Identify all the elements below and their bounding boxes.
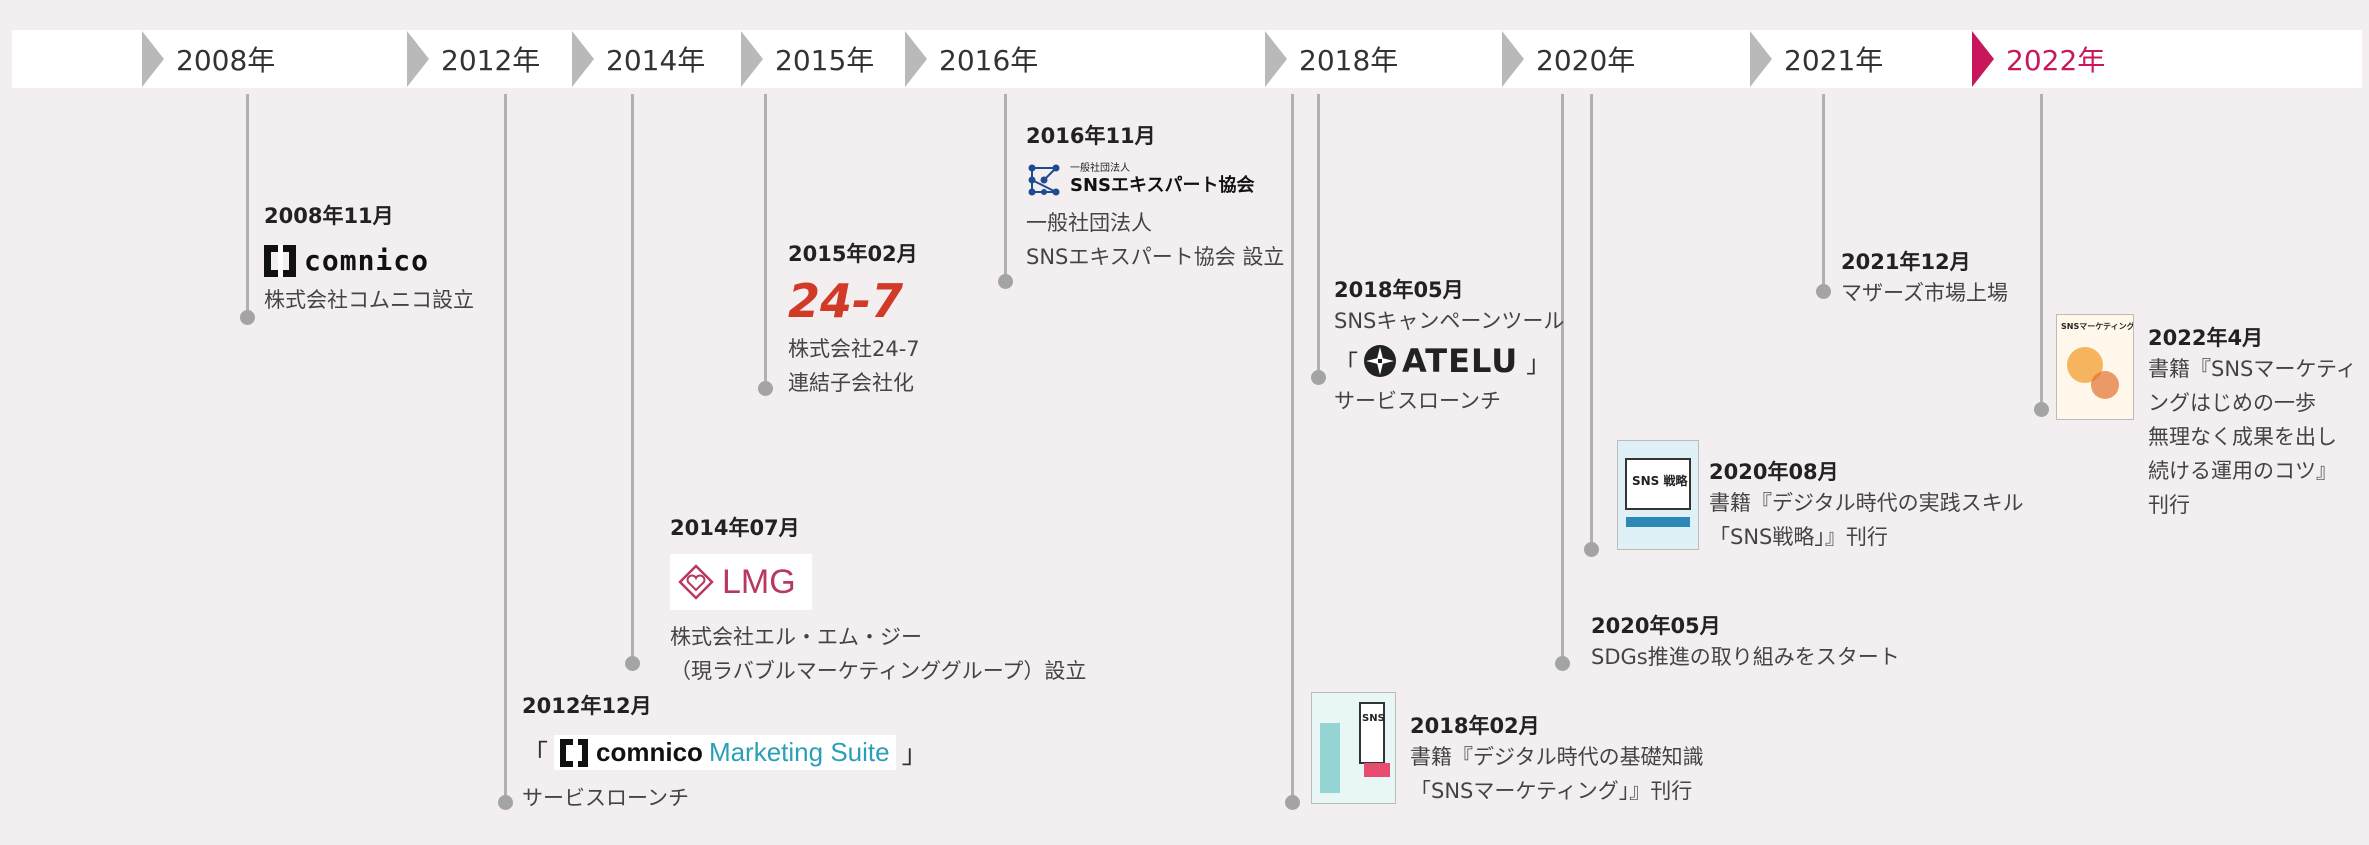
year-2012: 2012年: [407, 30, 540, 88]
timeline-line: [1561, 94, 1564, 662]
24-7-logo: 24-7: [788, 274, 904, 328]
timeline-dot: [1311, 370, 1326, 385]
comnico-logo: comnico: [264, 244, 474, 277]
year-2020: 2020年: [1502, 30, 1635, 88]
timeline-line: [1291, 94, 1294, 800]
chevron-right-icon: [572, 31, 594, 87]
atelu-mark-icon: [1364, 345, 1396, 377]
timeline-dot: [1555, 656, 1570, 671]
chevron-right-icon: [1265, 31, 1287, 87]
event-2008-11: 2008年11月 comnico 株式会社コムニコ設立: [264, 204, 474, 312]
chevron-right-icon: [142, 31, 164, 87]
timeline-line: [764, 94, 767, 386]
book-cover-sns-senryaku: SNS 戦略: [1617, 440, 1699, 550]
timeline-line: [246, 94, 249, 316]
comnico-mark-icon: [560, 737, 589, 770]
sns-expert-association-logo: 一般社団法人 SNSエキスパート協会: [1026, 162, 1284, 198]
book-cover-sns-marketing: SNS: [1311, 692, 1396, 804]
svg-text:SNS: SNS: [1362, 713, 1385, 724]
event-2015-02: 2015年02月 24-7 株式会社24-7 連結子会社化: [788, 242, 920, 395]
chevron-right-icon: [1750, 31, 1772, 87]
timeline-line: [631, 94, 634, 662]
chevron-right-icon: [407, 31, 429, 87]
chevron-right-icon: [741, 31, 763, 87]
year-2021: 2021年: [1750, 30, 1883, 88]
timeline-dot: [998, 274, 1013, 289]
event-2016-11: 2016年11月 一般社団法人 SNSエキスパート協会 一般社団法人 SNSエキ…: [1026, 124, 1285, 269]
year-2016: 2016年: [905, 30, 1038, 88]
book-cover-hajimeno-ippo: SNSマーケティング はじめの一歩: [2056, 314, 2185, 420]
event-2018-02: 2018年02月 書籍『デジタル時代の基礎知識 「SNSマーケティング」』刊行: [1410, 714, 1704, 803]
event-2018-05: 2018年05月 SNSキャンペーンツール 「 ATELU 」 サービスローンチ: [1334, 278, 1565, 413]
book-cover-art: SNS: [1312, 693, 1395, 803]
svg-text:SNSマーケティング はじめの一歩: SNSマーケティング はじめの一歩: [2061, 321, 2133, 331]
event-2012-12: 2012年12月 「 comnico Marketing Suite 」 サービ…: [522, 694, 928, 810]
book-cover-art: SNS 戦略: [1618, 441, 1698, 549]
heart-icon: [678, 564, 714, 600]
lmg-logo: LMG: [670, 554, 812, 610]
event-2022-04: 2022年4月 書籍『SNSマーケティ ングはじめの一歩 無理なく成果を出し 続…: [2148, 326, 2357, 517]
event-2020-08: 2020年08月 書籍『デジタル時代の実践スキル 「SNS戦略」』刊行: [1709, 460, 2024, 549]
comnico-marketing-suite-logo: 「 comnico Marketing Suite 」: [522, 735, 928, 770]
chevron-right-icon: [1972, 31, 1994, 87]
svg-text:SNS 戦略: SNS 戦略: [1632, 473, 1689, 488]
timeline-line: [1822, 94, 1825, 290]
year-2008: 2008年: [142, 30, 275, 88]
timeline-line: [1590, 94, 1593, 548]
event-2014-07: 2014年07月 LMG 株式会社エル・エム・ジー （現ラバブルマーケティンググ…: [670, 516, 1087, 683]
timeline-dot: [758, 381, 773, 396]
timeline-dot: [2034, 402, 2049, 417]
timeline-line: [2040, 94, 2043, 410]
atelu-logo: 「 ATELU 」: [1334, 342, 1551, 380]
year-bar: [12, 30, 2362, 88]
timeline-line: [1317, 94, 1320, 376]
timeline-dot: [240, 310, 255, 325]
timeline-dot: [1285, 795, 1300, 810]
timeline-line: [504, 94, 507, 800]
timeline-line: [1004, 94, 1007, 280]
comnico-mark-icon: [264, 244, 296, 277]
year-2022: 2022年: [1972, 30, 2105, 88]
chevron-right-icon: [905, 31, 927, 87]
year-2018: 2018年: [1265, 30, 1398, 88]
event-2020-05: 2020年05月 SDGs推進の取り組みをスタート: [1591, 614, 1900, 669]
timeline-dot: [1584, 542, 1599, 557]
year-2015: 2015年: [741, 30, 874, 88]
book-cover-art: SNSマーケティング はじめの一歩: [2057, 315, 2185, 419]
chevron-right-icon: [1502, 31, 1524, 87]
timeline-dot: [498, 795, 513, 810]
year-2014: 2014年: [572, 30, 705, 88]
timeline-dot: [1816, 284, 1831, 299]
timeline-dot: [625, 656, 640, 671]
event-2021-12: 2021年12月 マザーズ市場上場: [1841, 250, 2008, 305]
network-icon: [1028, 164, 1060, 196]
